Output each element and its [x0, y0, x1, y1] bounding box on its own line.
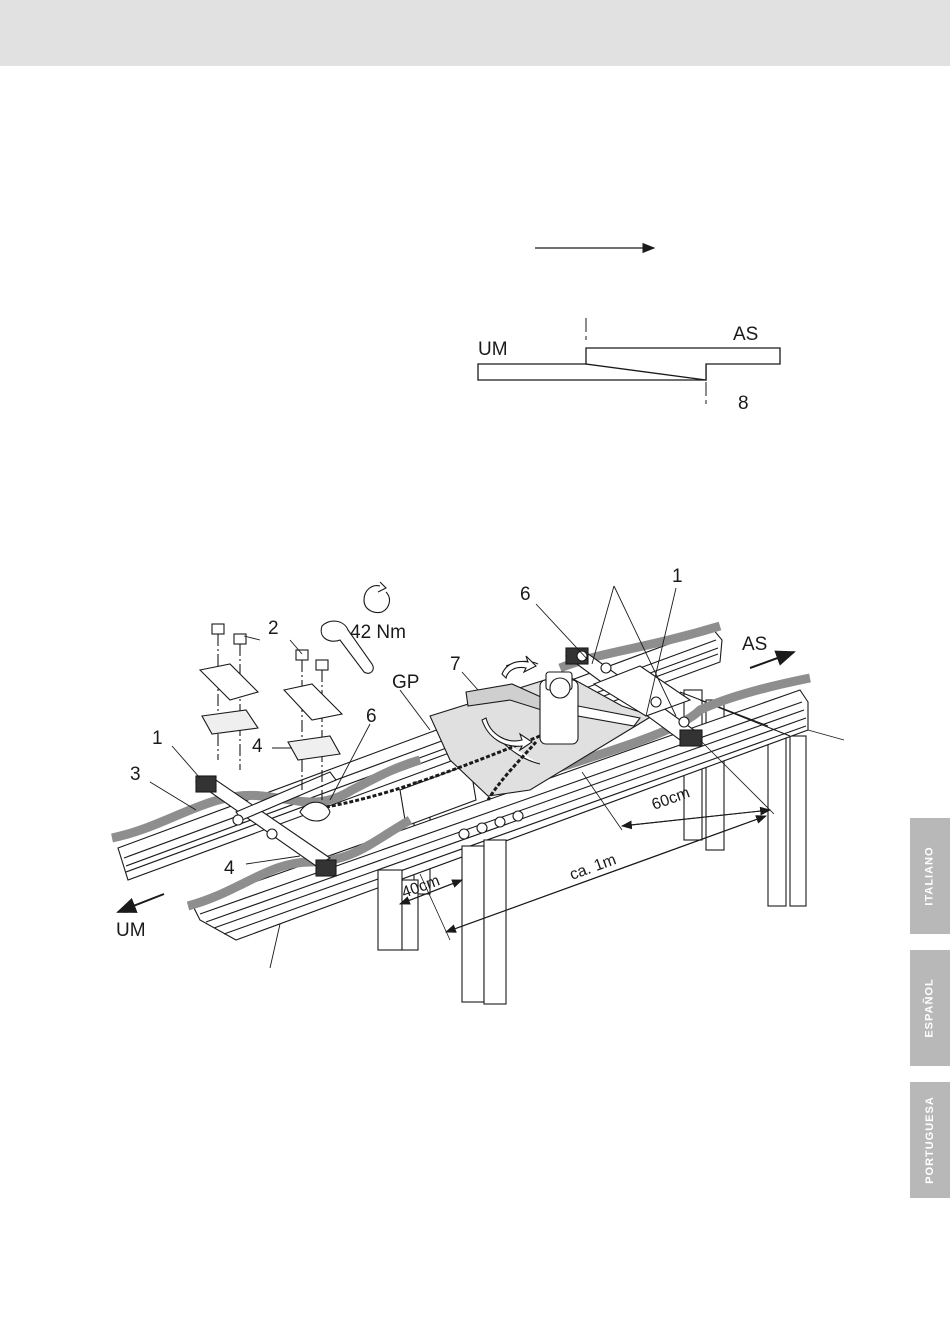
callout-1-left: 1 [152, 728, 163, 749]
tab-italiano-label: ITALIANO [924, 846, 936, 905]
belt-overlap-sketch: UM AS 8 [478, 248, 780, 414]
torque-label: 42 Nm [350, 622, 406, 643]
arrow-um [118, 894, 164, 912]
rotation-arrow-top [502, 656, 536, 678]
callout-gp: GP [392, 672, 419, 693]
tab-portuguesa-label: PORTUGUESA [924, 1096, 936, 1184]
conveyor-illustration [112, 582, 844, 1004]
label-um: UM [478, 339, 508, 360]
callout-1-right: 1 [672, 566, 683, 587]
tab-espanol-label: ESPAÑOL [924, 978, 936, 1037]
callout-6-left: 6 [366, 706, 377, 727]
callout-4-lower: 4 [224, 858, 235, 879]
label-gap: 8 [738, 393, 749, 414]
callout-3: 3 [130, 764, 141, 785]
label-as: AS [733, 324, 758, 345]
callout-2: 2 [268, 618, 279, 639]
tab-italiano[interactable]: ITALIANO [910, 818, 950, 934]
callout-6-right: 6 [520, 584, 531, 605]
callout-7: 7 [450, 654, 461, 675]
tab-portuguesa[interactable]: PORTUGUESA [910, 1082, 950, 1198]
direction-as: AS [742, 634, 767, 655]
callout-4-upper: 4 [252, 736, 263, 757]
tab-espanol[interactable]: ESPAÑOL [910, 950, 950, 1066]
rotation-icon [364, 586, 389, 613]
direction-um: UM [116, 920, 146, 941]
